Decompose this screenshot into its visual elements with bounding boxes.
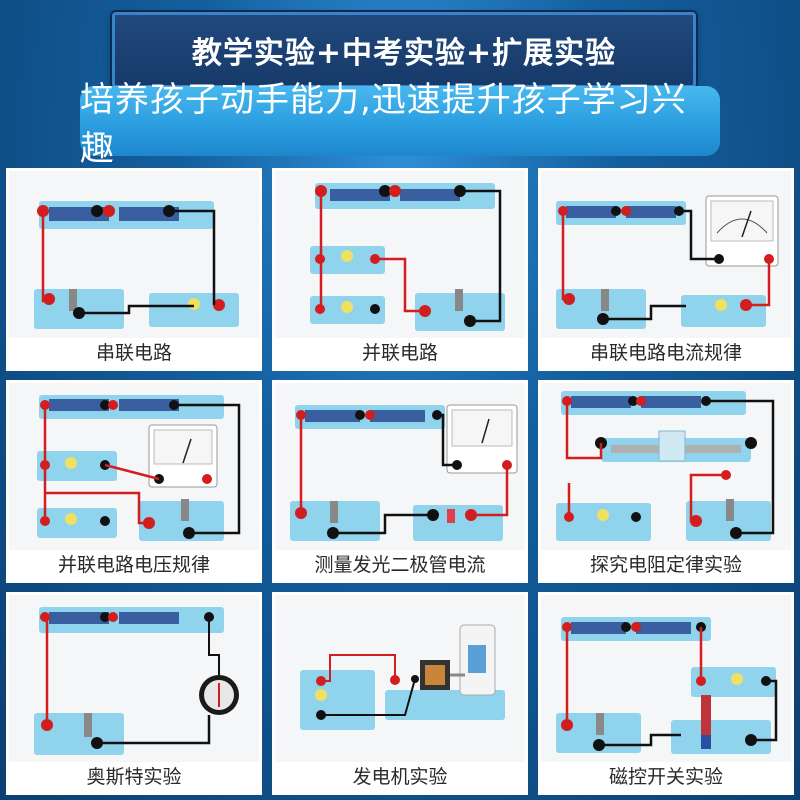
experiment-caption: 测量发光二极管电流	[275, 550, 525, 580]
experiment-photo	[556, 617, 778, 754]
page-subtitle: 培养孩子动手能力,迅速提升孩子学习兴趣	[80, 80, 687, 169]
experiment-card: 探究电阻定律实验	[538, 380, 794, 583]
experiment-caption: 并联电路电压规律	[9, 550, 259, 580]
experiment-photo	[556, 391, 775, 541]
experiment-photo	[310, 183, 505, 331]
experiment-caption: 奥斯特实验	[9, 762, 259, 792]
experiment-card: 磁控开关实验	[538, 592, 794, 795]
experiment-photo	[556, 195, 779, 329]
experiment-card: 串联电路电流规律	[538, 168, 794, 371]
experiment-card: 奥斯特实验	[6, 592, 262, 795]
experiment-card: 串联电路	[6, 168, 262, 371]
experiment-caption: 发电机实验	[275, 762, 525, 792]
experiment-card: 发电机实验	[272, 592, 528, 795]
experiment-card: 并联电路	[272, 168, 528, 371]
experiment-photo	[34, 201, 239, 329]
experiment-caption: 串联电路	[9, 338, 259, 368]
experiment-photo	[290, 404, 518, 541]
experiment-caption: 串联电路电流规律	[541, 338, 791, 368]
page-title: 教学实验+中考实验+扩展实验	[191, 36, 617, 71]
subtitle-banner: 培养孩子动手能力,迅速提升孩子学习兴趣	[80, 80, 720, 169]
experiment-grid: 串联电路 并联电路	[6, 168, 794, 798]
experiment-card: 测量发光二极管电流	[272, 380, 528, 583]
experiment-caption: 并联电路	[275, 338, 525, 368]
experiment-caption: 探究电阻定律实验	[541, 550, 791, 580]
experiment-caption: 磁控开关实验	[541, 762, 791, 792]
experiment-photo	[37, 395, 241, 541]
experiment-card: 并联电路电压规律	[6, 380, 262, 583]
experiment-photo	[34, 607, 239, 755]
title-banner: 教学实验+中考实验+扩展实验	[112, 12, 696, 88]
experiment-photo	[300, 624, 505, 730]
